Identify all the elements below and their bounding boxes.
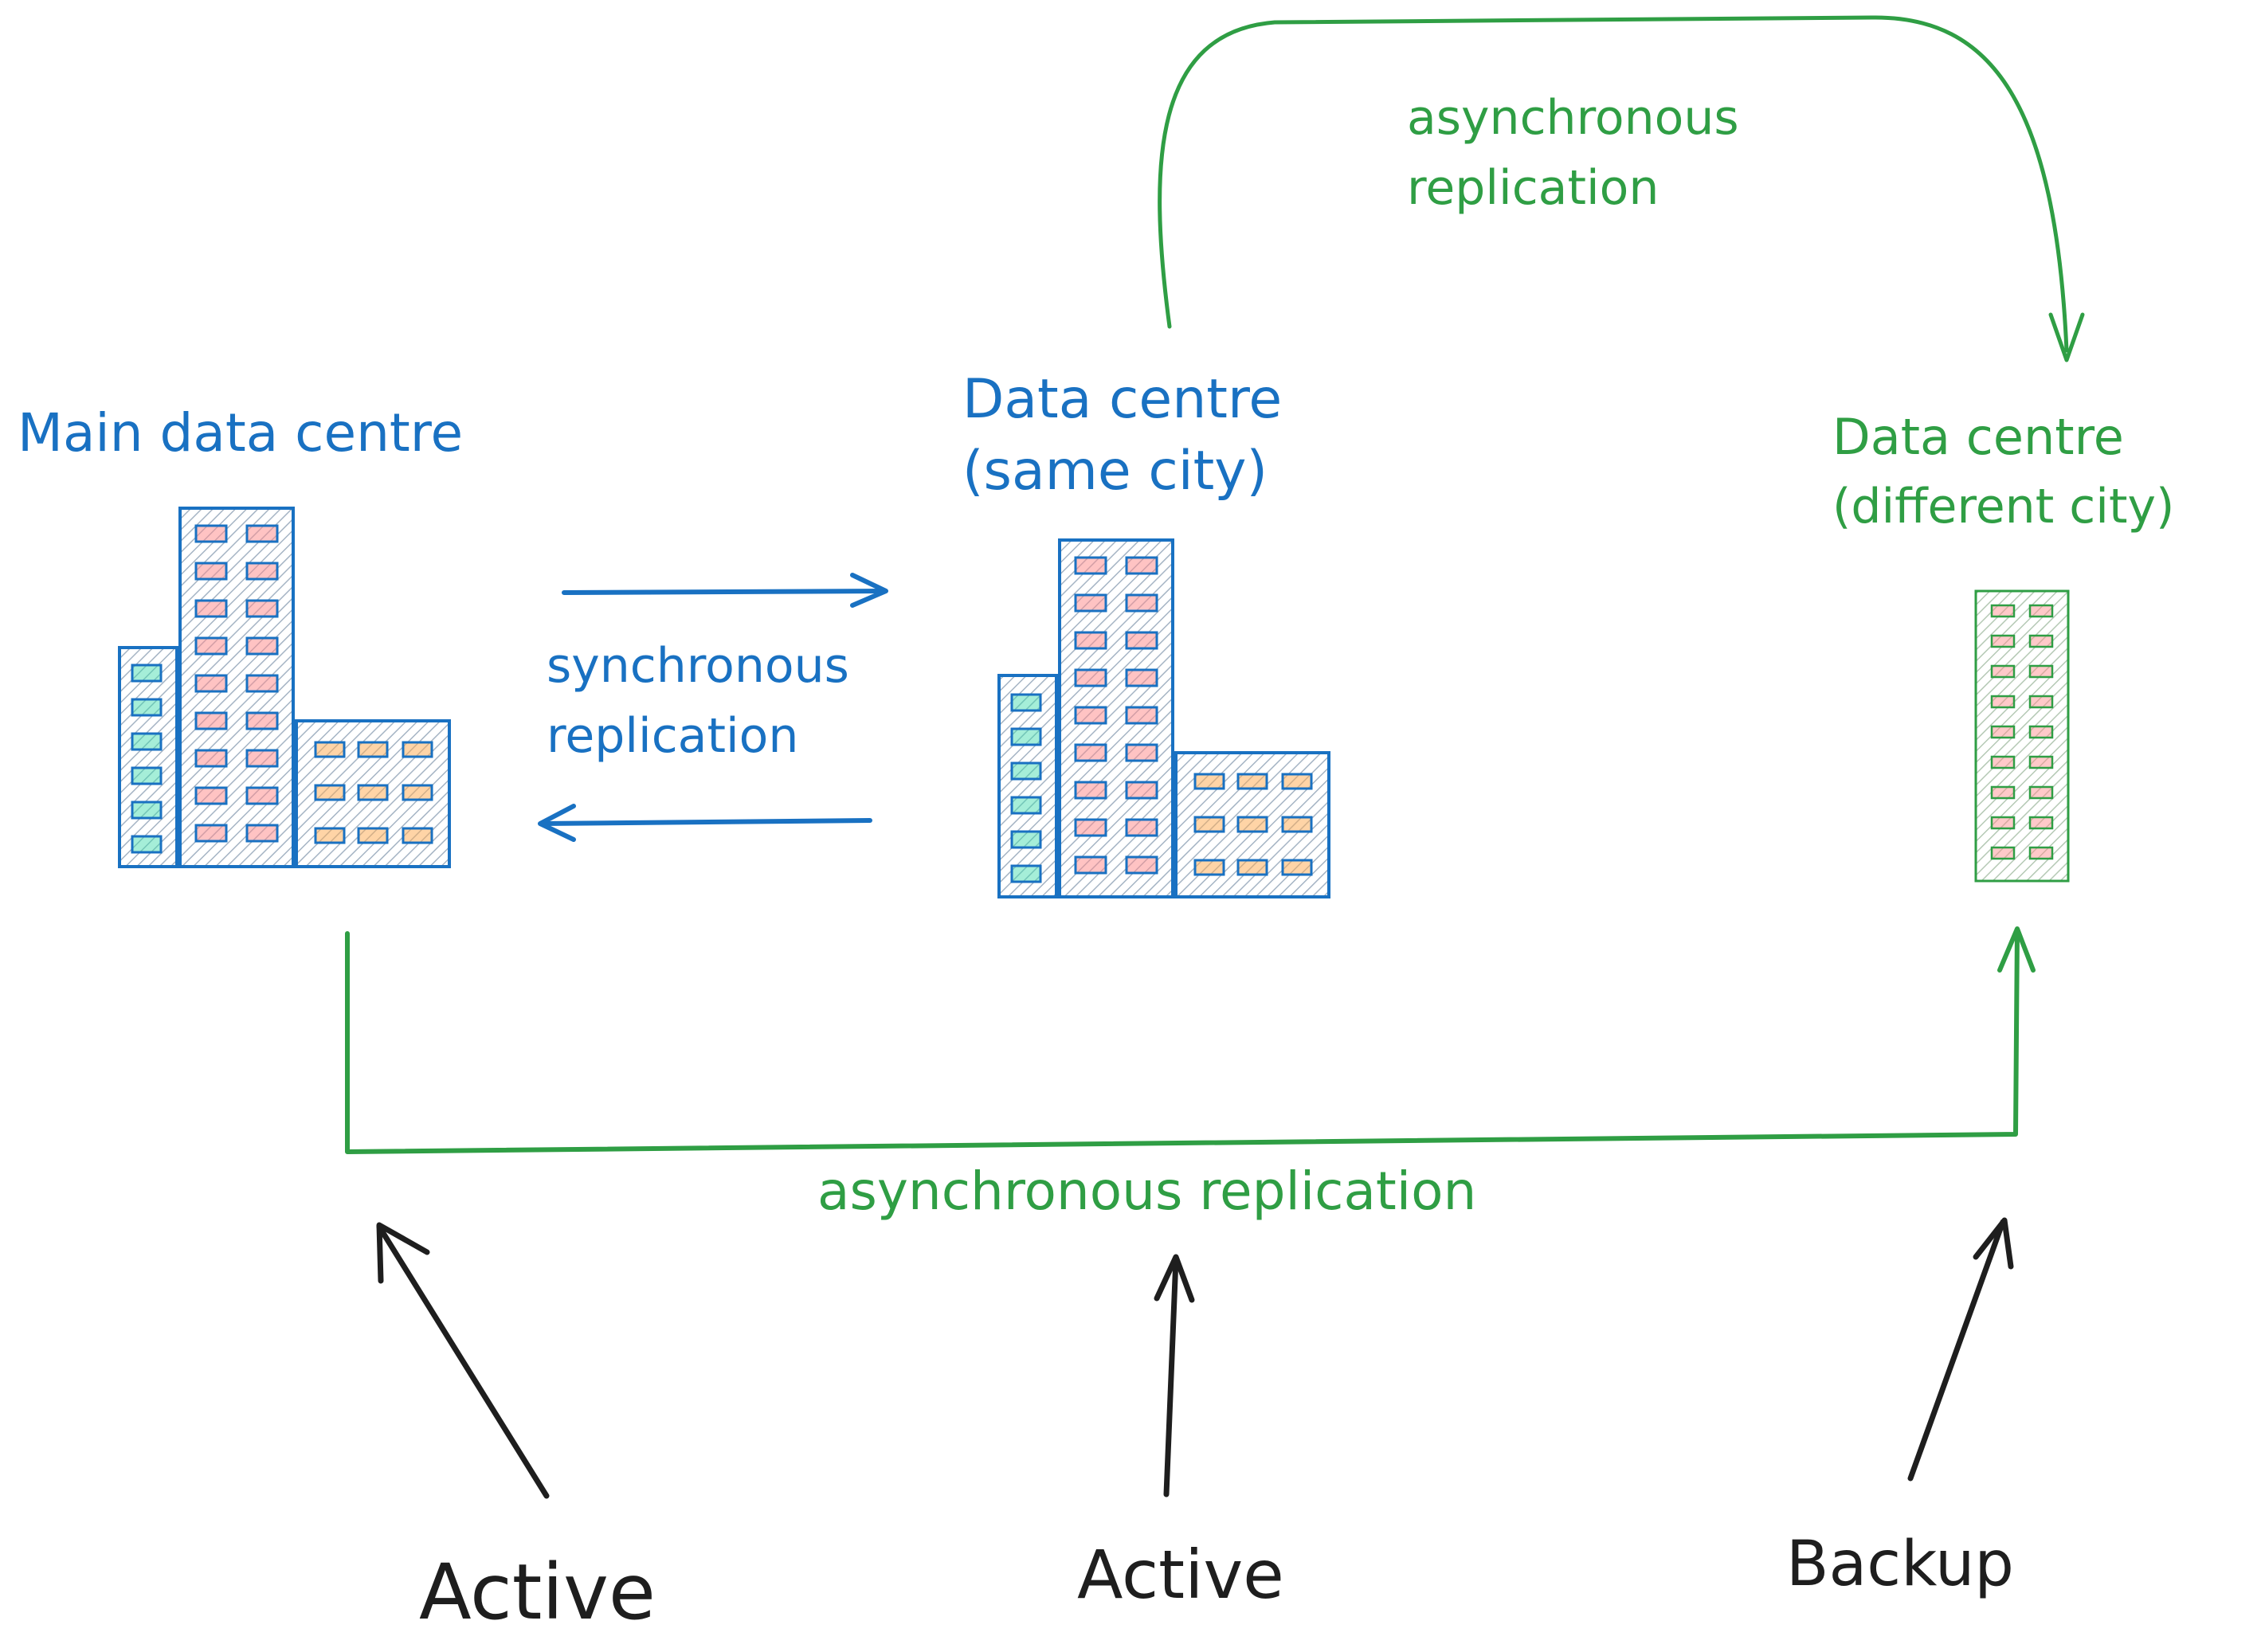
async-top-label-line2: replication xyxy=(1407,160,1659,216)
main-data-centre-buildings-icon xyxy=(118,507,451,868)
active-main-arrow xyxy=(376,1222,550,1499)
windows-orange xyxy=(314,741,433,844)
different-city-data-centre-building-icon xyxy=(1974,589,2070,883)
sync-arrow-right xyxy=(562,573,888,608)
sync-replication-label-line1: synchronous xyxy=(547,638,849,694)
sync-arrow-left xyxy=(538,804,872,842)
role-label-main: Active xyxy=(419,1548,656,1637)
different-city-label-line1: Data centre xyxy=(1832,408,2124,466)
backup-arrow xyxy=(1907,1217,2014,1482)
same-city-label-line1: Data centre xyxy=(962,368,1282,431)
active-same-city-arrow xyxy=(1154,1254,1195,1497)
different-city-label-line2: (different city) xyxy=(1832,479,2174,534)
role-arrows xyxy=(376,1217,2014,1499)
role-label-different-city: Backup xyxy=(1786,1529,2014,1600)
async-top-label-line1: asynchronous xyxy=(1407,90,1739,146)
sync-replication-label-line2: replication xyxy=(547,708,798,764)
async-replication-top-arrow xyxy=(1158,15,2085,362)
windows-teal xyxy=(131,664,163,854)
main-data-centre-label: Main data centre xyxy=(18,402,463,464)
windows-red xyxy=(194,524,279,843)
same-city-data-centre-buildings-icon xyxy=(997,538,1330,898)
async-bottom-label: asynchronous replication xyxy=(817,1161,1476,1222)
labels: Main data centre Data centre (same city)… xyxy=(18,90,2174,1637)
sync-replication-arrows xyxy=(538,573,888,842)
async-replication-bottom-arrow xyxy=(345,926,2036,1154)
role-label-same-city: Active xyxy=(1077,1536,1284,1614)
same-city-label-line2: (same city) xyxy=(962,440,1268,503)
